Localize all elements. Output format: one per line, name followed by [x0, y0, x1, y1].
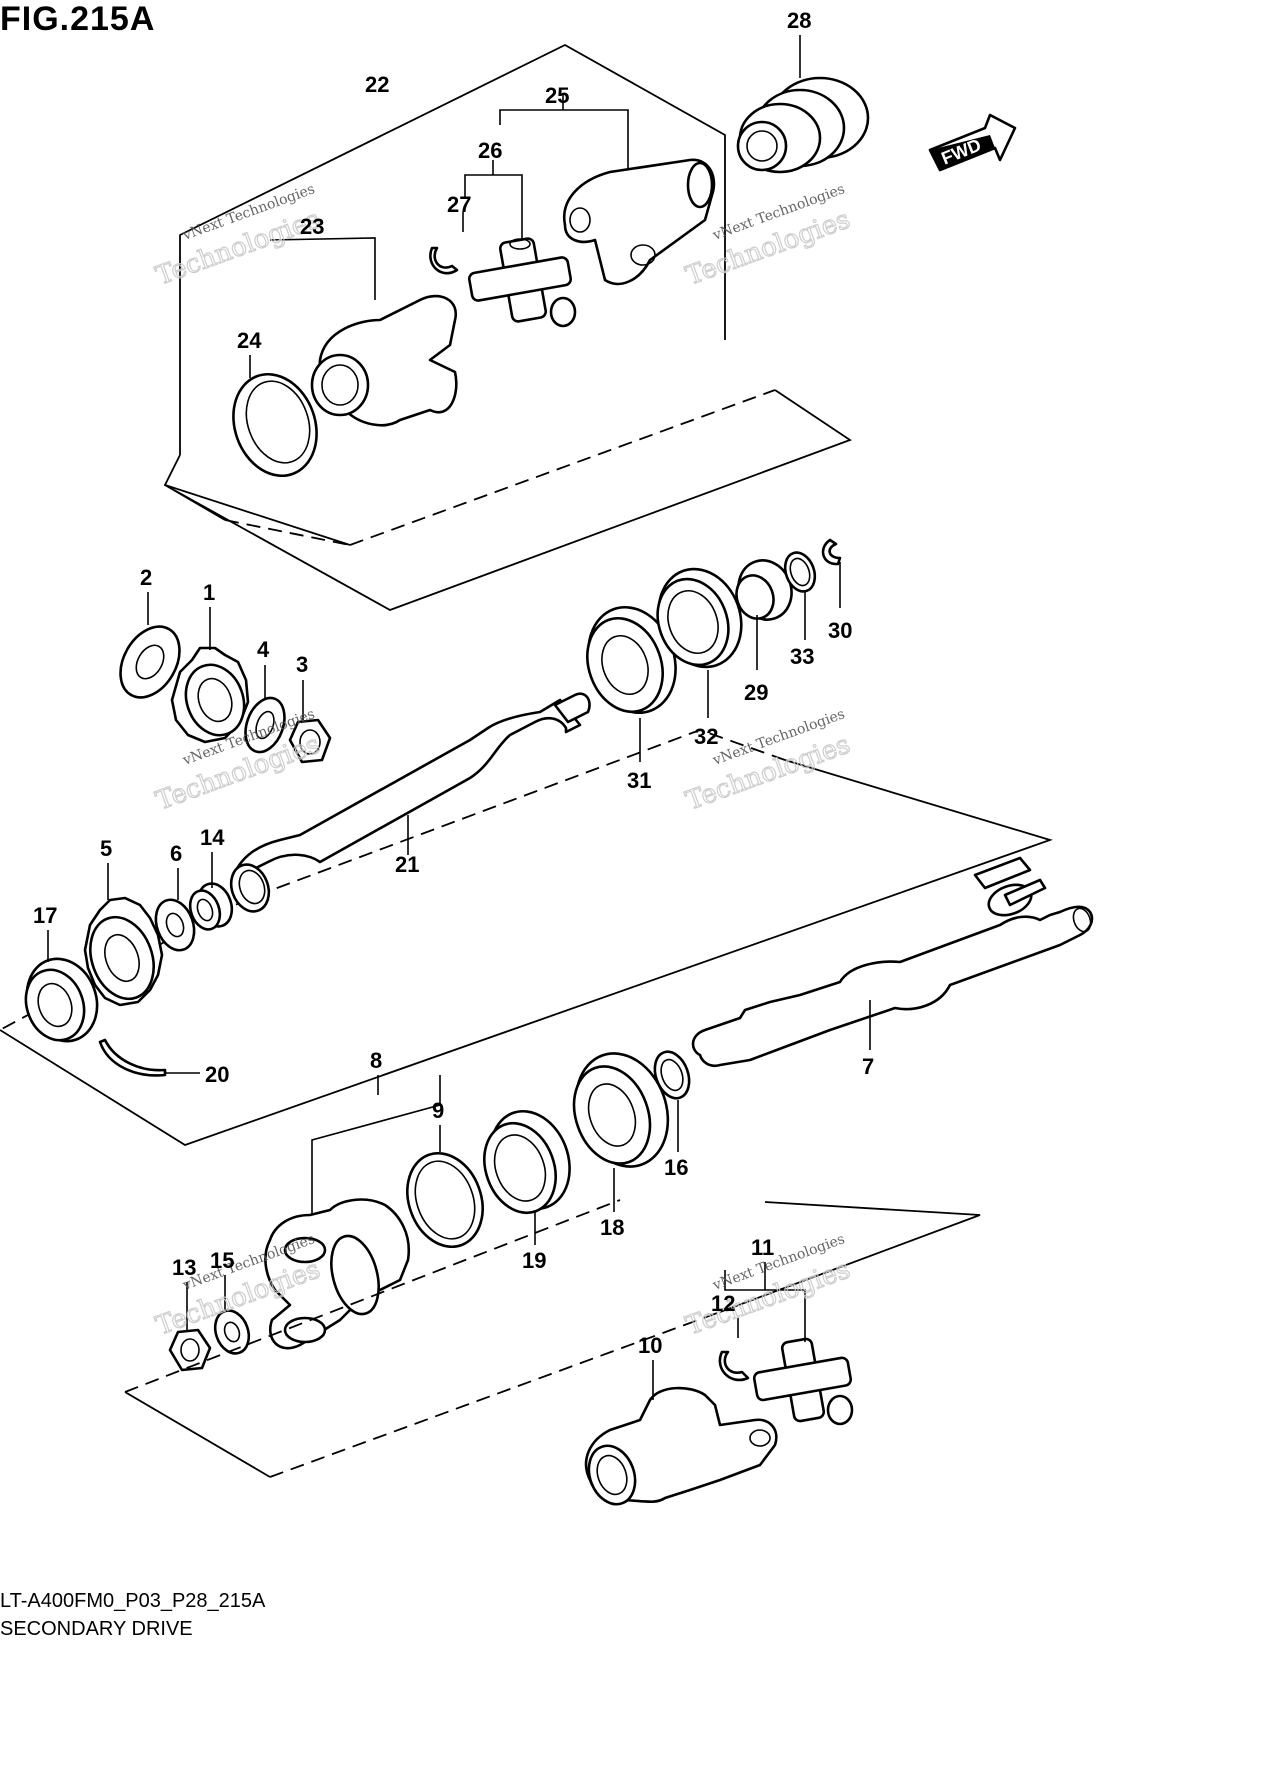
part-13-nut	[168, 1282, 212, 1372]
callout-8: 8	[370, 1048, 382, 1073]
part-21-shaft	[229, 692, 591, 913]
callout-7: 7	[862, 1054, 874, 1079]
part-3-nut	[288, 680, 332, 764]
section-name: SECONDARY DRIVE	[0, 1618, 193, 1640]
callout-18: 18	[600, 1215, 624, 1240]
callout-19: 19	[522, 1248, 546, 1273]
callout-14: 14	[200, 825, 225, 850]
callout-3: 3	[296, 652, 308, 677]
part-15-washer	[213, 1275, 251, 1355]
callout-16: 16	[664, 1155, 688, 1180]
part-25-yoke	[499, 95, 716, 286]
part-32-seal	[656, 567, 743, 718]
part-24-ring	[232, 355, 318, 478]
callout-4: 4	[257, 637, 270, 662]
callout-28: 28	[787, 8, 811, 33]
callout-9: 9	[432, 1098, 444, 1123]
forward-arrow-icon: FWD	[928, 113, 1017, 172]
part-17-bearing	[24, 930, 99, 1043]
callout-17: 17	[33, 903, 57, 928]
part-26-spider	[464, 160, 577, 328]
part-11-spider	[724, 1262, 854, 1426]
watermark-middle-right: vNext Technologies Technologies	[682, 706, 855, 817]
kit-box-upper	[163, 43, 852, 611]
callout-2: 2	[140, 565, 152, 590]
part-8-yoke	[264, 1075, 441, 1350]
callout-13: 13	[172, 1255, 196, 1280]
part-18-bearing	[572, 1052, 670, 1212]
part-5-gear	[83, 863, 164, 1007]
callout-23: 23	[300, 214, 324, 239]
callout-11: 11	[751, 1235, 774, 1260]
callout-21: 21	[395, 852, 419, 877]
part-23-yoke	[269, 237, 458, 427]
part-30-circlip	[821, 538, 842, 566]
callout-32: 32	[694, 724, 718, 749]
callout-15: 15	[210, 1248, 234, 1273]
callout-26: 26	[478, 138, 502, 163]
part-28-boot	[736, 35, 870, 174]
part-12-circlip	[718, 1350, 750, 1382]
watermark-top-left: vNext Technologies Technologies	[152, 181, 325, 292]
callout-labels: 1 2 3 4 5 6 7 8 9 10 11 12 13 14 15 16 1…	[33, 8, 874, 1358]
callout-31: 31	[627, 768, 651, 793]
callout-20: 20	[205, 1062, 229, 1087]
part-2-washer	[119, 592, 181, 699]
callout-29: 29	[744, 680, 768, 705]
part-29-bushing	[735, 559, 793, 670]
callout-22: 22	[365, 72, 389, 97]
part-27-circlip	[429, 246, 459, 275]
callout-10: 10	[638, 1333, 662, 1358]
callout-1: 1	[203, 580, 215, 605]
part-9-ring	[406, 1125, 484, 1249]
callout-6: 6	[170, 841, 182, 866]
drawing-code: LT-A400FM0_P03_P28_215A	[0, 1590, 266, 1612]
figure-title: FIG.215A	[0, 0, 156, 38]
callout-27: 27	[447, 192, 471, 217]
part-6-washer	[154, 868, 196, 952]
callout-30: 30	[828, 618, 852, 643]
kit-box-lower	[124, 1199, 981, 1478]
callout-5: 5	[100, 836, 112, 861]
callout-12: 12	[711, 1291, 735, 1316]
part-20-circlip	[98, 1038, 167, 1077]
part-7-main-shaft	[691, 856, 1094, 1068]
part-33-ring	[783, 551, 817, 640]
part-31-bearing	[586, 605, 677, 762]
part-10-yoke	[584, 1360, 778, 1506]
callout-24: 24	[237, 328, 262, 353]
callout-33: 33	[790, 644, 814, 669]
part-19-seal	[483, 1109, 571, 1245]
part-14-collar	[188, 852, 234, 931]
part-4-washer	[244, 665, 286, 754]
callout-25: 25	[545, 83, 569, 108]
part-1-bevel-gear	[170, 607, 250, 744]
